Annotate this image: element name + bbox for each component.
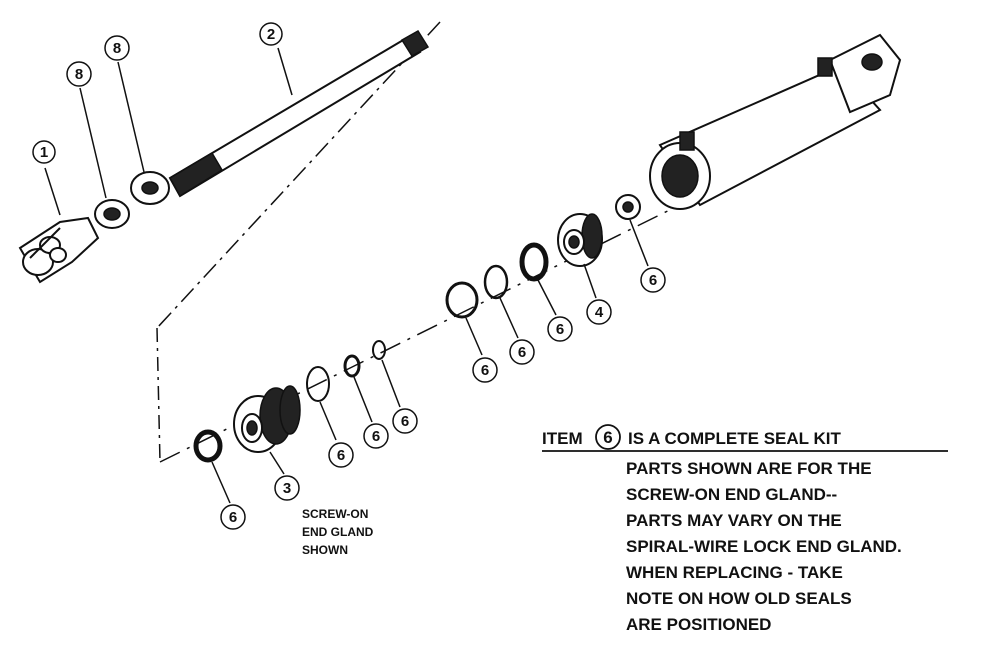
seal-kit-line3: PARTS MAY VARY ON THE	[626, 511, 842, 530]
seal-kit-line5: WHEN REPLACING - TAKE	[626, 563, 843, 582]
callout-6-piston-seal-c: 6	[465, 317, 498, 383]
seal-kit-line6: NOTE ON HOW OLD SEALS	[626, 589, 852, 608]
piston-seal-a	[519, 242, 549, 282]
callout-6-gland-seal-c: 6	[353, 376, 389, 449]
seal-kit-item-prefix: ITEM	[542, 429, 583, 448]
gland-seal-b	[306, 366, 330, 402]
callout-6-nut: 6	[629, 219, 666, 293]
seal-kit-line1: PARTS SHOWN ARE FOR THE	[626, 459, 872, 478]
piston-nut	[615, 194, 641, 220]
clevis-part	[18, 216, 100, 284]
callout-6c-label: 6	[518, 344, 526, 361]
seal-kit-line2: SCREW-ON END GLAND--	[626, 485, 837, 504]
callout-8-first: 8	[66, 61, 107, 199]
callout-8-second: 8	[104, 35, 145, 173]
seal-kit-item-number: 6	[603, 428, 612, 447]
callout-8b-label: 8	[113, 40, 121, 57]
callout-3: 3	[269, 451, 300, 501]
gland-seal-c	[343, 354, 361, 378]
seal-kit-item-suffix: IS A COMPLETE SEAL KIT	[628, 429, 841, 448]
seal-kit-line7: ARE POSITIONED	[626, 615, 771, 634]
callout-6a-label: 6	[229, 509, 237, 526]
callout-6-nut-label: 6	[649, 272, 657, 289]
callout-6b-label: 6	[556, 321, 564, 338]
gland-note: SCREW-ON END GLAND SHOWN	[302, 507, 374, 557]
callout-1-label: 1	[40, 144, 48, 161]
callout-6-gland-seal-b: 6	[319, 401, 354, 468]
callout-6e-label: 6	[401, 413, 409, 430]
seal-kit-note: ITEM 6 IS A COMPLETE SEAL KIT PARTS SHOW…	[542, 424, 948, 634]
callout-6g-label: 6	[337, 447, 345, 464]
callout-2-label: 2	[267, 26, 275, 43]
piston-seal-c	[445, 281, 479, 319]
callout-6-gland-seal-a: 6	[211, 461, 246, 530]
piston-rod	[168, 29, 430, 198]
gland-note-line2: END GLAND	[302, 525, 374, 539]
callout-2: 2	[259, 22, 293, 96]
callout-3-label: 3	[283, 480, 291, 497]
gland-note-line1: SCREW-ON	[302, 507, 368, 521]
center-lines	[156, 21, 701, 463]
jam-nut-2	[130, 171, 170, 205]
callout-6-piston-seal-a: 6	[537, 279, 573, 342]
callout-6d-label: 6	[481, 362, 489, 379]
callout-6-gland-seal-d: 6	[381, 359, 418, 434]
gland-note-line3: SHOWN	[302, 543, 348, 557]
callout-8a-label: 8	[75, 66, 83, 83]
jam-nut-1	[94, 199, 130, 229]
gland-seal-a	[193, 429, 223, 463]
cylinder-barrel	[649, 33, 902, 210]
gland-seal-d	[372, 340, 386, 360]
callout-4: 4	[583, 263, 612, 325]
seal-kit-line4: SPIRAL-WIRE LOCK END GLAND.	[626, 537, 902, 556]
callout-1: 1	[32, 140, 61, 216]
piston-seal-b	[483, 264, 509, 300]
piston	[557, 213, 603, 267]
callout-6-piston-seal-b: 6	[499, 297, 535, 365]
callout-6f-label: 6	[372, 428, 380, 445]
end-gland	[233, 385, 301, 453]
callout-4-label: 4	[595, 304, 604, 321]
seal-kit-item-circle	[595, 424, 621, 450]
